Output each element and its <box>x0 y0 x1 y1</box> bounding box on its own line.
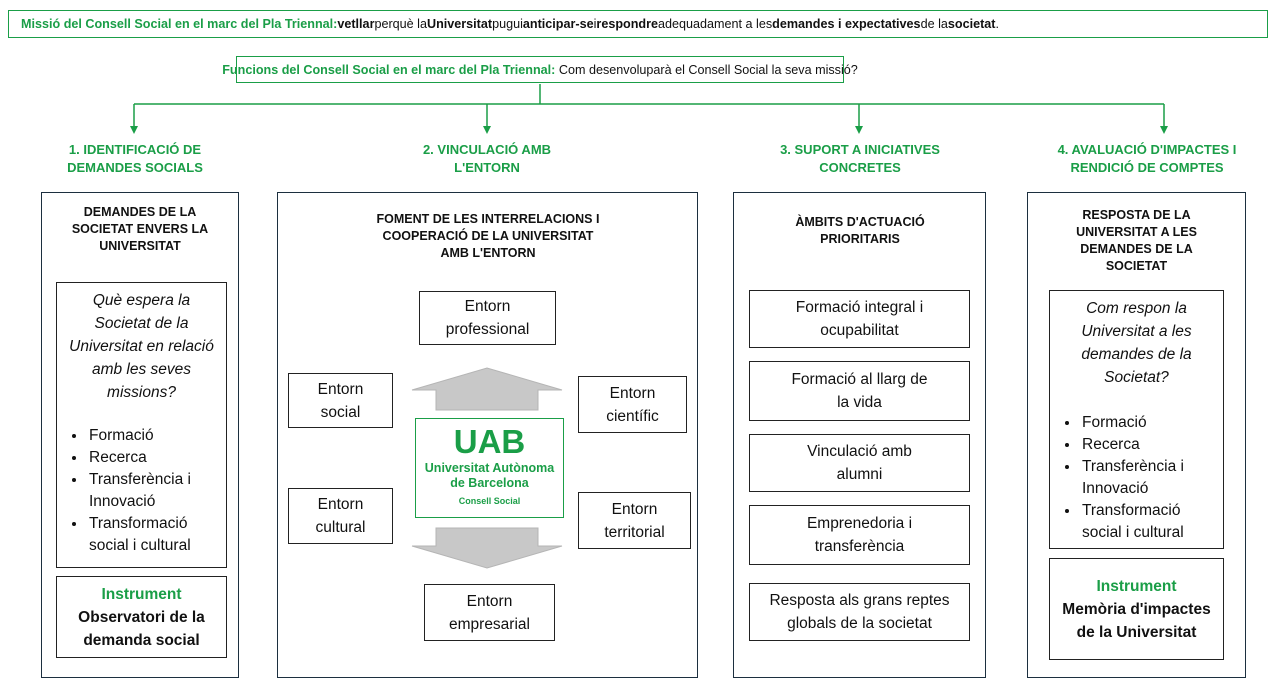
heading-line: AMB L'ENTORN <box>440 246 536 260</box>
down-block-arrow <box>411 527 563 569</box>
heading-line: SOCIETAT ENVERS LA <box>71 222 209 236</box>
mission-text: Universitat <box>426 17 493 31</box>
instrument-text: Memòria d'impactes de la Universitat <box>1062 600 1211 641</box>
demand-box: Què espera la Societat de la Universitat… <box>56 282 227 568</box>
column-1-heading: DEMANDES DE LA SOCIETAT ENVERS LA UNIVER… <box>44 204 236 255</box>
title-line: 3. SUPORT A INICIATIVES <box>780 142 940 157</box>
mission-statement: Missió del Consell Social en el marc del… <box>8 10 1268 38</box>
heading-line: COOPERACIÓ DE LA UNIVERSITAT <box>382 229 594 243</box>
list-item: Formació <box>87 425 220 447</box>
heading-line: PRIORITARIS <box>820 232 900 246</box>
entorn-cientific: Entorn científic <box>578 376 687 433</box>
entorn-cultural: Entorn cultural <box>288 488 393 544</box>
mission-text: anticipar-se <box>522 17 594 31</box>
list-item: Transferència i Innovació <box>1080 456 1217 500</box>
functions-text: Com desenvoluparà el Consell Social la s… <box>555 62 858 77</box>
list-item: Transferència i Innovació <box>87 469 220 513</box>
mission-text: de la <box>920 17 948 31</box>
heading-line: DEMANDES DE LA <box>1080 242 1193 256</box>
logo-line: de Barcelona <box>450 476 529 490</box>
instrument-label: Instrument <box>1096 577 1177 595</box>
mission-text: respondre <box>596 17 659 31</box>
column-title-1: 1. IDENTIFICACIÓ DE DEMANDES SOCIALS <box>40 141 230 177</box>
heading-line: UNIVERSITAT <box>99 239 181 253</box>
response-box: Com respon la Universitat a les demandes… <box>1049 290 1224 549</box>
functions-box: Funcions del Consell Social en el marc d… <box>222 56 858 83</box>
instrument-text: Observatori de la demanda social <box>78 608 205 649</box>
mission-label: Missió del Consell Social en el marc del… <box>21 17 338 31</box>
response-question: Com respon la Universitat a les demandes… <box>1081 300 1192 386</box>
list-item: Transformació social i cultural <box>87 513 220 557</box>
title-line: CONCRETES <box>819 160 901 175</box>
demand-question: Què espera la Societat de la Universitat… <box>69 292 214 401</box>
entorn-territorial: Entorn territorial <box>578 492 691 549</box>
instrument-box-1: Instrument Observatori de la demanda soc… <box>56 576 227 658</box>
entorn-professional: Entorn professional <box>419 291 556 345</box>
title-line: L'ENTORN <box>454 160 520 175</box>
ambit-box: Emprenedoria i transferència <box>749 505 970 565</box>
ambit-box: Formació integral i ocupabilitat <box>749 290 970 348</box>
list-item: Formació <box>1080 412 1217 434</box>
logo-line: Universitat Autònoma <box>424 461 555 475</box>
heading-line: FOMENT DE LES INTERRELACIONS I <box>376 212 600 226</box>
mission-text: . <box>995 17 999 31</box>
list-item: Transformació social i cultural <box>1080 500 1217 544</box>
mission-text: vetllar <box>337 17 375 31</box>
logo-line: Consell Social <box>458 496 521 506</box>
heading-line: SOCIETAT <box>1105 259 1168 273</box>
logo-acronym: UAB <box>453 423 526 460</box>
column-title-3: 3. SUPORT A INICIATIVES CONCRETES <box>740 141 980 177</box>
column-4-heading: RESPOSTA DE LA UNIVERSITAT A LES DEMANDE… <box>1030 207 1243 275</box>
instrument-box-4: Instrument Memòria d'impactes de la Univ… <box>1049 558 1224 660</box>
heading-line: RESPOSTA DE LA <box>1082 208 1191 222</box>
mission-text: demandes i expectatives <box>772 17 921 31</box>
entorn-social: Entorn social <box>288 373 393 428</box>
title-line: 4. AVALUACIÓ D'IMPACTES I <box>1057 142 1237 157</box>
mission-text: adequadament a les <box>658 17 773 31</box>
response-list: Formació Recerca Transferència i Innovac… <box>1056 412 1217 544</box>
demand-list: Formació Recerca Transferència i Innovac… <box>63 425 220 557</box>
mission-text: i <box>593 17 597 31</box>
column-3-heading: ÀMBITS D'ACTUACIÓ PRIORITARIS <box>740 214 980 248</box>
instrument-label: Instrument <box>101 585 182 603</box>
title-line: 2. VINCULACIÓ AMB <box>422 142 552 157</box>
title-line: DEMANDES SOCIALS <box>67 160 203 175</box>
list-item: Recerca <box>87 447 220 469</box>
mission-text: perquè la <box>374 17 427 31</box>
title-line: 1. IDENTIFICACIÓ DE <box>68 142 202 157</box>
heading-line: DEMANDES DE LA <box>83 205 197 219</box>
column-2-heading: FOMENT DE LES INTERRELACIONS I COOPERACI… <box>300 211 676 262</box>
heading-line: ÀMBITS D'ACTUACIÓ <box>795 215 925 229</box>
up-block-arrow <box>411 367 563 411</box>
list-item: Recerca <box>1080 434 1217 456</box>
column-title-4: 4. AVALUACIÓ D'IMPACTES I RENDICIÓ DE CO… <box>1024 141 1270 177</box>
heading-line: UNIVERSITAT A LES <box>1076 225 1197 239</box>
ambit-box: Vinculació amb alumni <box>749 434 970 492</box>
functions-label: Funcions del Consell Social en el marc d… <box>222 62 556 77</box>
mission-text: societat <box>947 17 996 31</box>
uab-logo: UAB Universitat Autònoma de Barcelona Co… <box>415 418 564 518</box>
entorn-empresarial: Entorn empresarial <box>424 584 555 641</box>
ambit-box: Resposta als grans reptes globals de la … <box>749 583 970 641</box>
ambit-box: Formació al llarg de la vida <box>749 361 970 421</box>
title-line: RENDICIÓ DE COMPTES <box>1070 160 1224 175</box>
mission-text: pugui <box>492 17 523 31</box>
column-title-2: 2. VINCULACIÓ AMB L'ENTORN <box>380 141 594 177</box>
